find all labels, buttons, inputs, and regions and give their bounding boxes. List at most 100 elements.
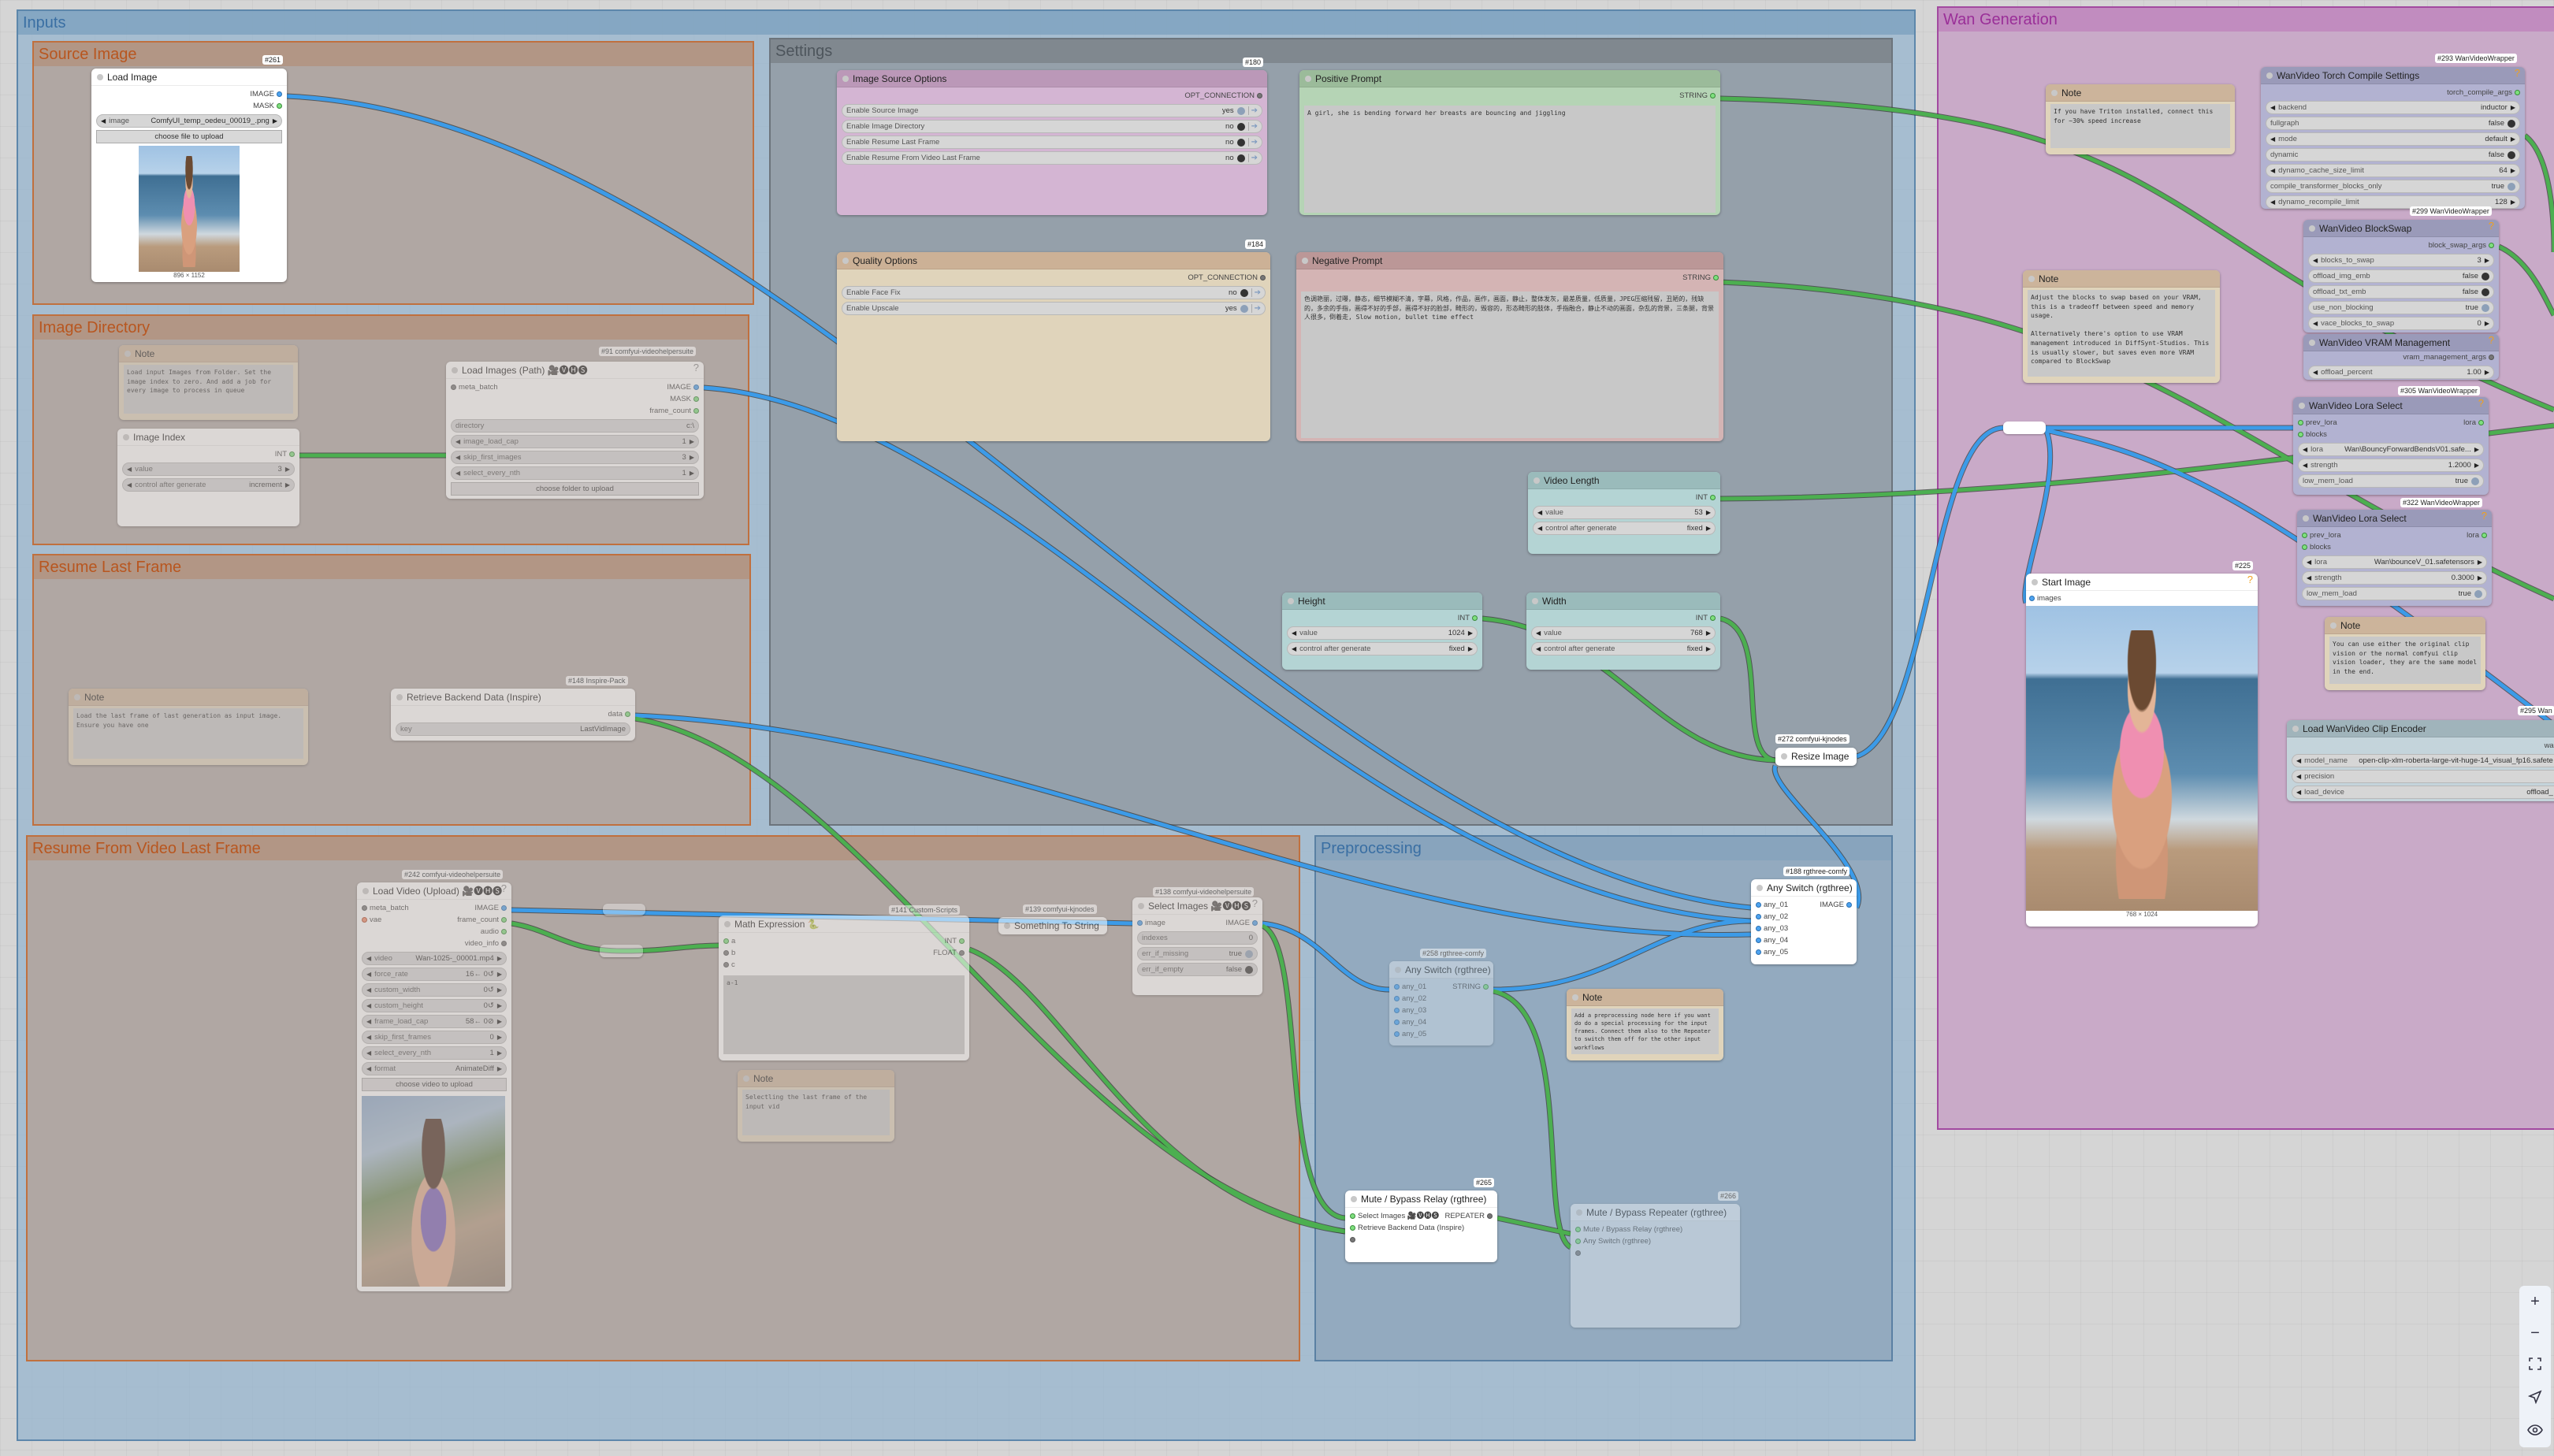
input-slot[interactable]: c (723, 959, 735, 971)
toggle-indicator-icon[interactable] (2482, 272, 2489, 280)
output-dot-icon[interactable] (1710, 93, 1716, 98)
output-dot-icon[interactable] (2489, 243, 2494, 248)
zoom-out-icon[interactable]: − (2530, 1324, 2540, 1343)
node-title[interactable]: Image Index (117, 429, 299, 446)
toggle-links-eye-icon[interactable] (2527, 1422, 2543, 1440)
increment-arrow-icon[interactable]: ▶ (284, 466, 290, 473)
output-dot-icon[interactable] (1472, 615, 1478, 621)
output-dot-icon[interactable] (277, 103, 282, 109)
output-slot[interactable]: lora (2463, 417, 2484, 429)
node-title[interactable]: Mute / Bypass Repeater (rgthree) (1571, 1204, 1740, 1221)
increment-arrow-icon[interactable]: ▶ (272, 117, 277, 124)
input-slot[interactable]: Mute / Bypass Relay (rgthree) (1575, 1224, 1682, 1235)
input-dot-icon[interactable] (451, 384, 456, 390)
increment-arrow-icon[interactable]: ▶ (2474, 462, 2479, 469)
help-icon[interactable]: ? (2488, 220, 2494, 232)
increment-arrow-icon[interactable]: ▶ (496, 1018, 502, 1025)
node-title[interactable]: Video Length (1528, 472, 1720, 489)
node-title[interactable]: Resize Image (1775, 748, 1857, 765)
node-title[interactable]: Positive Prompt (1299, 70, 1720, 87)
input-slot[interactable]: any_04 (1394, 1016, 1426, 1028)
output-dot-icon[interactable] (2515, 90, 2520, 95)
input-slot[interactable] (1575, 1247, 1583, 1259)
input-slot[interactable]: vae (362, 914, 381, 926)
node-title[interactable]: Any Switch (rgthree) (1751, 879, 1857, 897)
group-title[interactable]: Inputs (18, 11, 1914, 35)
resize-image-node[interactable]: Resize Image (1775, 748, 1857, 766)
input-dot-icon[interactable] (2302, 533, 2307, 538)
output-slot[interactable]: STRING (1682, 272, 1719, 284)
decrement-arrow-icon[interactable]: ◀ (1292, 645, 1297, 652)
clip-encoder-node[interactable]: Load WanVideo Clip Encoder wan◀model_nam… (2287, 720, 2554, 801)
decrement-arrow-icon[interactable]: ◀ (2270, 199, 2276, 206)
output-dot-icon[interactable] (277, 91, 282, 97)
input-dot-icon[interactable] (1575, 1227, 1581, 1232)
decrement-arrow-icon[interactable]: ◀ (2270, 104, 2276, 111)
node-title[interactable]: Something To String (998, 917, 1107, 934)
decrement-arrow-icon[interactable]: ◀ (1537, 509, 1543, 516)
output-slot[interactable]: lora (2467, 529, 2487, 541)
increment-arrow-icon[interactable]: ▶ (2510, 199, 2515, 206)
note-node[interactable]: Note If you have Triton installed, conne… (2046, 84, 2235, 154)
node-title[interactable]: WanVideo Lora Select (2293, 397, 2489, 414)
input-dot-icon[interactable] (1756, 938, 1761, 943)
decrement-arrow-icon[interactable]: ◀ (2313, 369, 2318, 376)
input-slot[interactable]: any_04 (1756, 934, 1788, 946)
increment-arrow-icon[interactable]: ▶ (2474, 446, 2479, 453)
help-icon[interactable]: ? (2478, 397, 2484, 409)
input-dot-icon[interactable] (1756, 926, 1761, 931)
node-title[interactable]: WanVideo BlockSwap (2303, 220, 2499, 237)
input-slot[interactable] (1350, 1234, 1358, 1246)
node-title[interactable]: Select Images 🎥🅥🅗🅢 (1132, 897, 1262, 915)
node-title[interactable]: Any Switch (rgthree) (1389, 961, 1493, 979)
increment-arrow-icon[interactable]: ▶ (1705, 630, 1711, 637)
help-icon[interactable]: ? (693, 362, 699, 373)
output-slot[interactable]: data (608, 708, 630, 720)
group-title[interactable]: Preprocessing (1316, 837, 1891, 860)
input-slot[interactable]: b (723, 947, 735, 959)
input-slot[interactable]: meta_batch (451, 381, 498, 393)
output-dot-icon[interactable] (1710, 615, 1716, 621)
help-icon[interactable]: ? (2481, 510, 2487, 522)
note-text[interactable]: Adjust the blocks to swap based on your … (2028, 290, 2215, 377)
input-dot-icon[interactable] (2298, 420, 2303, 425)
toggle-indicator-icon[interactable] (2474, 589, 2482, 598)
decrement-arrow-icon[interactable]: ◀ (1537, 525, 1543, 532)
node-title[interactable]: Math Expression 🐍 (719, 916, 969, 933)
output-dot-icon[interactable] (959, 950, 965, 956)
output-slot[interactable]: MASK (670, 393, 699, 405)
input-dot-icon[interactable] (2298, 432, 2303, 437)
output-slot[interactable]: OPT_CONNECTION (1188, 272, 1266, 284)
output-dot-icon[interactable] (693, 396, 699, 402)
output-slot[interactable]: MASK (253, 100, 282, 112)
note-node[interactable]: Note Selectling the last frame of the in… (738, 1070, 894, 1142)
output-slot[interactable]: audio (481, 926, 507, 938)
toggle-indicator-icon[interactable] (1236, 138, 1245, 147)
increment-arrow-icon[interactable]: ▶ (2510, 136, 2515, 143)
output-dot-icon[interactable] (1252, 920, 1258, 926)
